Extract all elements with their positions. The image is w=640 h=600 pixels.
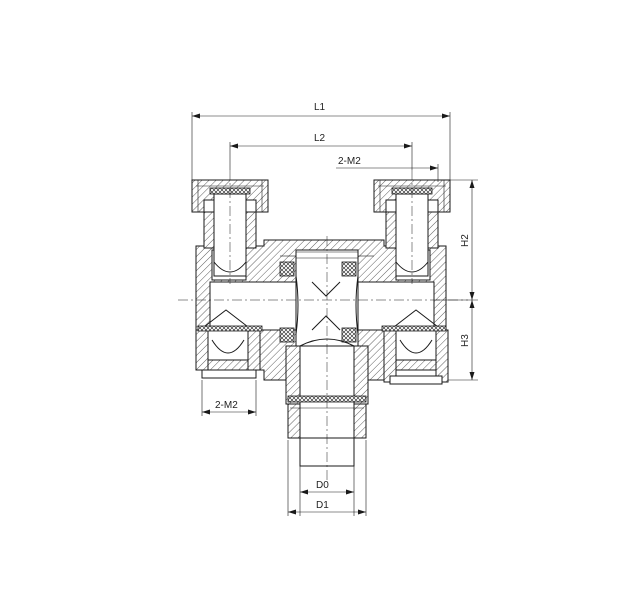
fitting-bottom-left: [195, 309, 263, 379]
dim-m2-left-label: 2-M2: [215, 400, 238, 411]
dim-h3-label: H3: [460, 334, 471, 347]
dim-l1-label: L1: [314, 102, 326, 113]
dim-d1-label: D1: [316, 500, 329, 511]
dim-m2-top-label: 2-M2: [338, 156, 361, 167]
dim-d0-label: D0: [316, 480, 329, 491]
fitting-bottom-right: [381, 309, 449, 385]
valve-seat: [279, 251, 374, 343]
dimension-lines: [191, 112, 478, 516]
center-lines: [178, 170, 468, 480]
dim-h2-label: H2: [460, 234, 471, 247]
dim-l2-label: L2: [314, 133, 326, 144]
